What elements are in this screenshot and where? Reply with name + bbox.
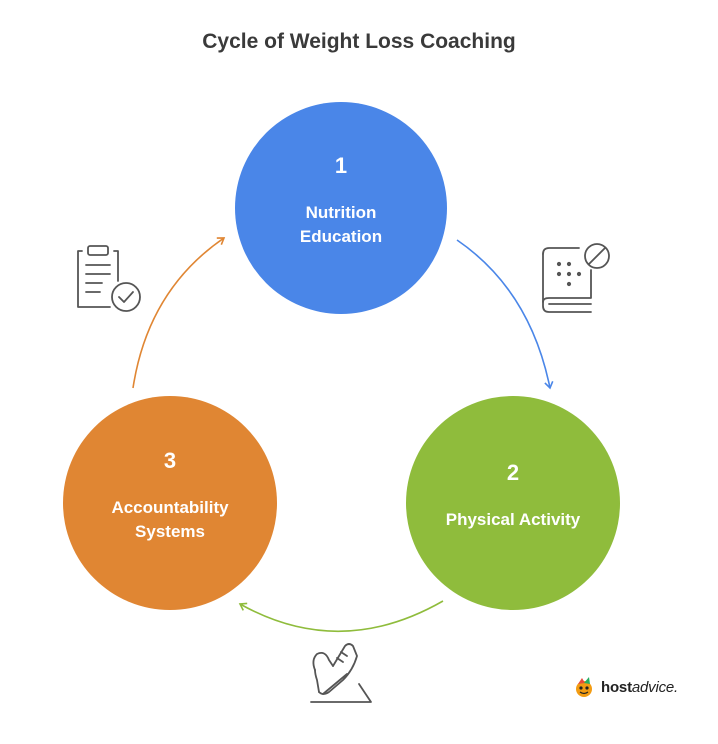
brand-logo: hostadvice. <box>572 674 678 700</box>
step-1-number: 1 <box>334 153 348 178</box>
step-2-circle: 2 Physical Activity <box>406 396 620 610</box>
arrow-3-to-1 <box>132 237 226 389</box>
step-1-circle: 1 Nutrition Education <box>235 102 447 314</box>
arrow-2-to-3 <box>238 600 444 633</box>
brand-wordmark: hostadvice. <box>601 679 678 696</box>
brand-mascot-icon <box>576 677 592 697</box>
brand-wordmark-bold: host <box>601 678 632 696</box>
brand-wordmark-italic: advice. <box>631 678 679 696</box>
step-3-label: Accountability Systems <box>111 498 229 541</box>
clipboard-check-icon <box>77 245 141 312</box>
step-3-circle: 3 Accountability Systems <box>63 396 277 610</box>
page-title: Cycle of Weight Loss Coaching <box>202 30 516 53</box>
step-1-label: Nutrition Education <box>299 203 383 246</box>
step-3-number: 3 <box>163 448 177 473</box>
arrow-1-to-2 <box>456 239 554 390</box>
running-shoe-icon <box>310 643 372 703</box>
step-2-number: 2 <box>506 460 520 485</box>
nutrition-book-icon <box>542 243 610 313</box>
step-2-label: Physical Activity <box>445 510 581 529</box>
